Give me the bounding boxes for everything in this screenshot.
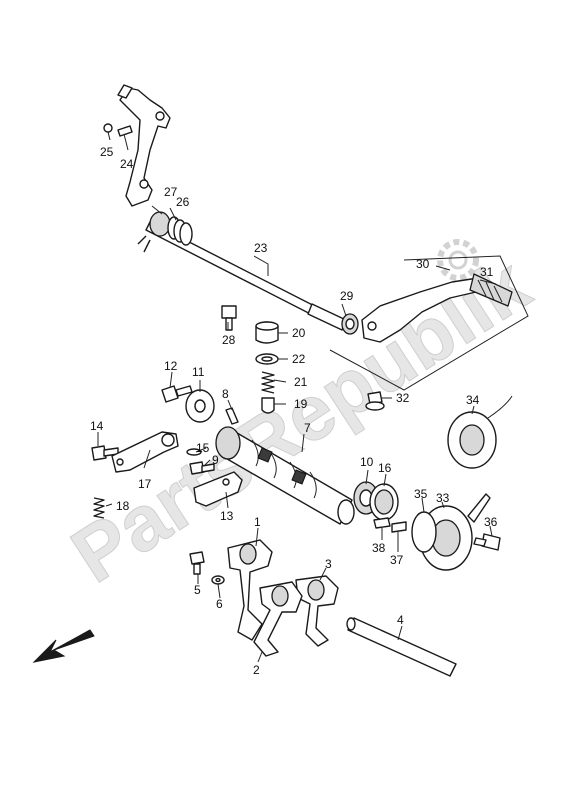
washer-22 [255,353,279,365]
bearing-16 [369,483,399,521]
stopper-lever-17[interactable] [111,431,179,473]
gear-position-switch-34[interactable] [447,395,513,469]
callout-2: 2 [253,663,260,677]
gearshift-cam[interactable] [215,426,355,525]
gearshift-lever[interactable] [361,273,513,343]
bolt-28[interactable] [221,305,237,331]
front-direction-arrow-icon [32,629,95,663]
circlip-25 [103,123,113,133]
callout-30: 30 [416,257,430,271]
shaft-oil-seal [341,313,359,335]
gearshift-shaft[interactable] [137,211,347,331]
lever-bracket-outline [329,255,529,391]
gearshift-arm[interactable] [117,84,171,207]
callout-37: 37 [390,553,404,567]
callout-15: 15 [196,441,210,455]
callout-7: 7 [304,421,311,435]
callout-16: 16 [378,461,392,475]
callout-17: 17 [138,477,152,491]
watermark-gear-icon [437,239,479,281]
bolt-36[interactable] [473,533,501,551]
bolt-24 [117,125,133,137]
bolt-9[interactable] [189,461,215,475]
callout-21: 21 [294,375,308,389]
callout-25: 25 [100,145,114,159]
callout-10: 10 [360,455,374,469]
callout-27: 27 [164,185,178,199]
callout-36: 36 [484,515,498,529]
callout-1: 1 [254,515,261,529]
bolt-12[interactable] [161,385,193,403]
callout-labels: 1 2 3 4 5 6 7 8 9 10 11 12 13 14 15 16 1… [90,145,498,677]
callout-20: 20 [292,326,306,340]
callout-5: 5 [194,583,201,597]
callout-32: 32 [396,391,410,405]
callout-28: 28 [222,333,236,347]
callout-12: 12 [164,359,178,373]
plate-13[interactable] [193,471,243,507]
callout-26: 26 [176,195,190,209]
callout-9: 9 [212,453,219,467]
callout-4: 4 [397,613,404,627]
callout-3: 3 [325,557,332,571]
callout-29: 29 [340,289,354,303]
shift-fork-1[interactable] [227,539,273,641]
callout-24: 24 [120,157,134,171]
pin-38 [373,517,391,529]
callout-35: 35 [414,487,428,501]
callout-33: 33 [436,491,450,505]
shift-fork-3[interactable] [295,575,339,647]
pin-37 [391,521,407,533]
pin-8 [225,407,239,425]
bolt-14[interactable] [91,445,119,461]
callout-11: 11 [192,365,205,379]
callout-6: 6 [216,597,223,611]
leader-lines [97,131,497,663]
callout-13: 13 [220,509,234,523]
bolt-32[interactable] [365,391,385,411]
cam-stopper-plate[interactable] [185,389,215,423]
shift-fork-shaft-4[interactable] [346,617,457,677]
o-ring-35 [411,511,437,553]
callout-18: 18 [116,499,130,513]
spring-21 [261,371,275,394]
callout-14: 14 [90,419,104,433]
washer-15 [186,448,202,456]
spring-18 [93,497,105,519]
callout-23: 23 [254,241,268,255]
callout-8: 8 [222,387,229,401]
callout-31: 31 [480,265,494,279]
stopper-19 [261,397,275,414]
callout-34: 34 [466,393,480,407]
washer-6 [211,575,225,585]
bolt-5[interactable] [189,551,205,575]
callout-19: 19 [294,397,308,411]
shift-fork-2[interactable] [253,581,303,657]
shaft-return-spring [167,216,193,246]
plug-20[interactable] [255,321,279,344]
callout-22: 22 [292,352,306,366]
callout-38: 38 [372,541,386,555]
